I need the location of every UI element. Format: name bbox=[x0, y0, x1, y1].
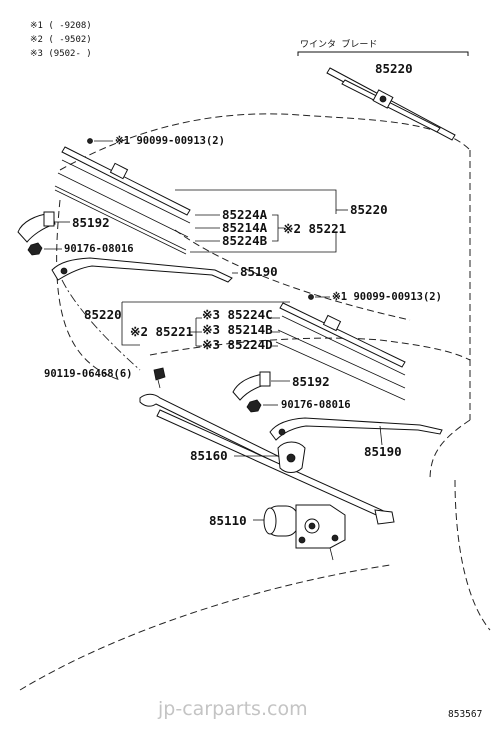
body-outline-mid bbox=[174, 229, 411, 321]
wiper-motor bbox=[263, 504, 346, 561]
label-rubber-c-lower: ※3 85224C bbox=[202, 307, 273, 322]
label-cap-lower: 85192 bbox=[292, 374, 330, 389]
label-bolt-link: 90119-06468(6) bbox=[44, 368, 133, 380]
cap-upper bbox=[17, 211, 56, 243]
figure-number: 853567 bbox=[448, 709, 482, 720]
label-blade-assy-top: 85220 bbox=[375, 61, 413, 76]
legend-note-1: ※1 ( -9208) bbox=[30, 21, 92, 31]
label-nut-upper: 90176-08016 bbox=[64, 243, 134, 255]
label-rubber-a-upper: 85224A bbox=[222, 207, 268, 222]
label-arm-lower: 85190 bbox=[364, 444, 402, 459]
legend-note-2: ※2 ( -9502) bbox=[30, 35, 92, 45]
body-outline-bottom bbox=[19, 564, 391, 691]
blade-assy-top bbox=[326, 67, 456, 141]
arm-lower bbox=[269, 417, 443, 441]
label-rubber-214a-upper: 85214A bbox=[222, 220, 268, 235]
label-arm-upper: 85190 bbox=[240, 264, 278, 279]
nut-lower bbox=[246, 399, 262, 413]
body-outline-left bbox=[56, 199, 121, 381]
label-blade-assy-lower: 85220 bbox=[84, 307, 122, 322]
link-assy bbox=[139, 393, 395, 525]
header-label: ワインタ ブレード bbox=[300, 38, 377, 50]
label-nut-lower: 90176-08016 bbox=[281, 399, 351, 411]
label-screw-lower: ※1 90099-00913(2) bbox=[332, 291, 442, 303]
legend-note-3: ※3 (9502- ) bbox=[30, 49, 92, 59]
body-outline-upper bbox=[59, 113, 471, 171]
label-motor: 85110 bbox=[209, 513, 247, 528]
blade-upper-set bbox=[54, 138, 191, 255]
bolt-link bbox=[153, 367, 166, 389]
body-outline-fender bbox=[454, 479, 491, 631]
label-screw-upper: ※1 90099-00913(2) bbox=[115, 135, 225, 147]
label-cap-upper: 85192 bbox=[72, 215, 110, 230]
label-refill-lower: ※2 85221 bbox=[130, 324, 193, 339]
blade-lower-set bbox=[275, 294, 406, 401]
cap-lower bbox=[232, 371, 271, 401]
watermark: jp-carparts.com bbox=[157, 698, 308, 720]
label-link-assy: 85160 bbox=[190, 448, 228, 463]
label-rubber-b-upper: 85224B bbox=[222, 233, 268, 248]
label-refill-upper: ※2 85221 bbox=[283, 221, 346, 236]
label-rubber-d-lower: ※3 85224D bbox=[202, 337, 273, 352]
body-outline-inner bbox=[429, 419, 471, 481]
arm-upper bbox=[51, 257, 233, 283]
label-blade-assy-upper: 85220 bbox=[350, 202, 388, 217]
header-bracket bbox=[297, 51, 469, 56]
label-rubber-214b-lower: ※3 85214B bbox=[202, 322, 273, 337]
body-outline-cowl bbox=[149, 337, 471, 361]
nut-upper bbox=[27, 242, 43, 256]
